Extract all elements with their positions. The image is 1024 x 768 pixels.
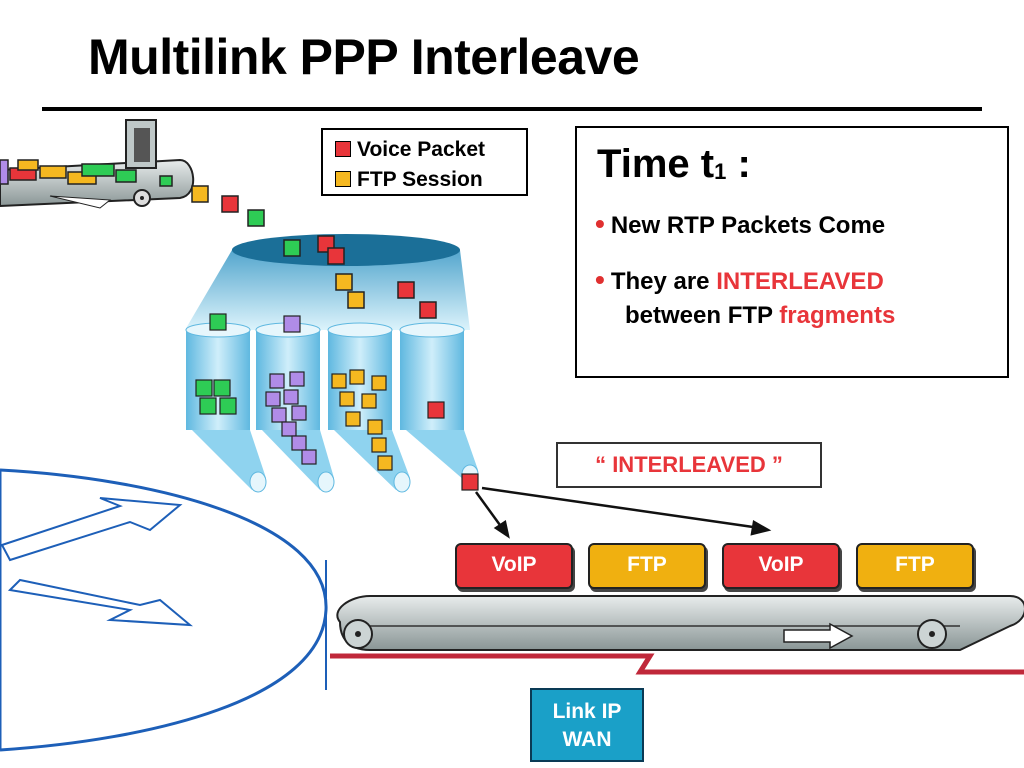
- output-packet-ftp-1: FTP: [588, 543, 706, 589]
- falling-packets: [191, 185, 265, 227]
- bullet-icon: •: [595, 208, 605, 239]
- wan-label-line2: WAN: [562, 728, 612, 751]
- legend-voice: Voice Packet: [335, 138, 485, 162]
- bullet-interleaved-line2: between FTP fragments: [625, 302, 896, 329]
- legend: Voice Packet FTP Session: [321, 128, 528, 196]
- queued-packets: [195, 313, 479, 491]
- queue-hopper: [185, 234, 470, 330]
- legend-voice-label: Voice Packet: [357, 138, 486, 161]
- time-heading: Time t1 :: [597, 142, 751, 186]
- wan-label-line1: Link IP: [552, 700, 622, 723]
- interleave-arrows: [474, 486, 772, 539]
- output-packet-voip-2: VoIP: [722, 543, 840, 589]
- time-description-box: Time t1 : •New RTP Packets Come •They ar…: [575, 126, 1009, 378]
- legend-ftp-label: FTP Session: [357, 168, 483, 191]
- bullet-interleaved: •They are INTERLEAVED: [595, 264, 884, 295]
- output-packet-ftp-2: FTP: [856, 543, 974, 589]
- bullet-icon: •: [595, 264, 605, 295]
- wan-link-line: [330, 653, 1024, 675]
- slide-title: Multilink PPP Interleave: [88, 29, 640, 85]
- output-packet-voip-1: VoIP: [455, 543, 573, 589]
- title-divider: [42, 107, 982, 111]
- wan-link-box: Link IP WAN: [530, 688, 644, 762]
- interleaved-label: “ INTERLEAVED ”: [556, 442, 822, 488]
- ftp-swatch: [335, 171, 351, 187]
- output-conveyor: [336, 595, 1024, 651]
- router-icon: [0, 468, 328, 752]
- voice-swatch: [335, 141, 351, 157]
- legend-ftp: FTP Session: [335, 168, 483, 192]
- bullet-new-packets: •New RTP Packets Come: [595, 208, 886, 239]
- incoming-conveyor: [0, 119, 195, 209]
